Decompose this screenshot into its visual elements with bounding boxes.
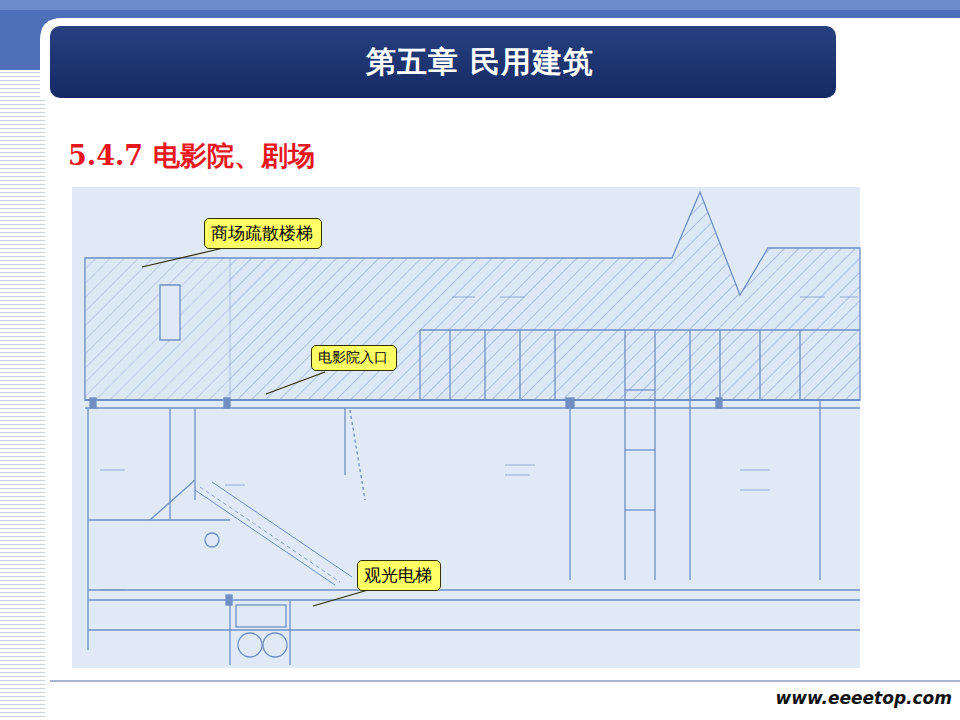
footer-url: www.eeeetop.com xyxy=(775,688,952,708)
callout-box: 观光电梯 xyxy=(357,560,441,591)
callout-box: 电影院入口 xyxy=(311,345,397,371)
callout-text: 商场疏散楼梯 xyxy=(211,222,315,245)
section-heading: 5.4.7 电影院、剧场 xyxy=(68,138,315,174)
callout-box: 商场疏散楼梯 xyxy=(204,218,322,249)
callout-text: 电影院入口 xyxy=(318,349,390,367)
callout-text: 观光电梯 xyxy=(364,564,434,587)
slide-title: 第五章 民用建筑 xyxy=(0,42,960,83)
